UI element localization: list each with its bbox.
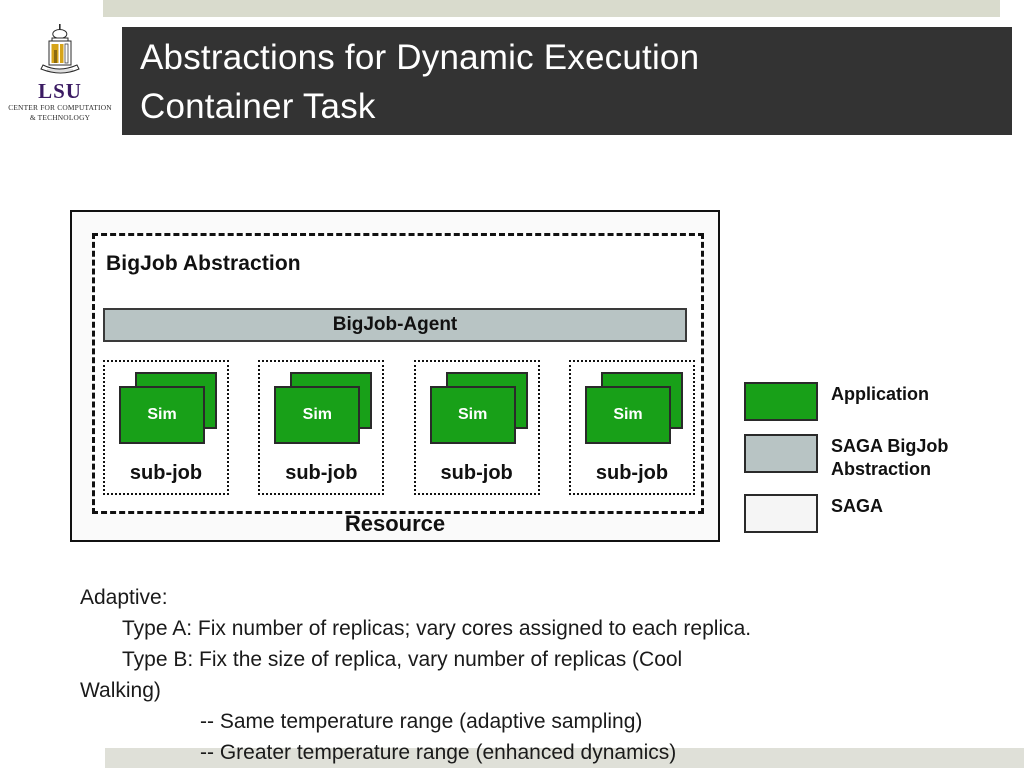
body-line: -- Same temperature range (adaptive samp… — [200, 710, 643, 733]
legend-swatch-saga-bigjob — [744, 434, 818, 473]
bigjob-agent-bar: BigJob-Agent — [103, 308, 687, 342]
resource-label: Resource — [344, 511, 446, 536]
subjob-label: sub-job — [595, 462, 669, 484]
subjob-box: Sim sub-job — [258, 360, 385, 495]
sim-stack: Sim — [274, 372, 373, 444]
sim-label: Sim — [457, 406, 488, 423]
sim-label: Sim — [613, 406, 643, 423]
lsu-logo: LSU CENTER FOR COMPUTATION & TECHNOLOGY — [5, 22, 115, 122]
body-line: Walking) — [80, 679, 161, 702]
subjob-box: Sim sub-job — [413, 360, 540, 495]
legend-label-saga: SAGA — [831, 496, 884, 516]
subjob-label: sub-job — [440, 462, 513, 484]
sim-front-rect: Sim — [119, 386, 205, 444]
body-text-block: Adaptive: Type A: Fix number of replicas… — [80, 582, 1010, 768]
body-line: Type B: Fix the size of replica, vary nu… — [122, 648, 683, 671]
subjob-label: sub-job — [129, 462, 203, 484]
sim-stack: Sim — [429, 372, 528, 444]
diagram-legend: Application SAGA BigJob Abstraction SAGA — [744, 382, 1014, 546]
lsu-center-subtitle: CENTER FOR COMPUTATION & TECHNOLOGY — [8, 103, 112, 122]
subjob-box: Sim sub-job — [568, 360, 695, 495]
bigjob-diagram: BigJob Abstraction BigJob-Agent Sim sub-… — [70, 210, 720, 542]
sim-stack: Sim — [119, 372, 217, 444]
legend-item-saga: SAGA — [744, 494, 1014, 533]
body-line: Adaptive: — [80, 586, 168, 609]
sim-label: Sim — [302, 406, 332, 423]
sim-label: Sim — [147, 406, 177, 423]
sim-front-rect: Sim — [429, 386, 516, 444]
lsu-campanile-icon — [40, 24, 80, 74]
bottom-accent-band — [105, 748, 1024, 768]
legend-item-application: Application — [744, 382, 1014, 421]
top-accent-band — [103, 0, 1000, 17]
subjob-label: sub-job — [285, 462, 358, 484]
legend-label-saga-bigjob: SAGA BigJob Abstraction — [831, 436, 949, 479]
legend-label-application: Application — [831, 384, 929, 404]
body-line: -- Greater temperature range (enhanced d… — [200, 741, 677, 764]
lsu-wordmark: LSU — [38, 79, 82, 103]
subjob-row: Sim sub-job Sim sub-job Sim — [103, 360, 695, 500]
sim-stack: Sim — [584, 372, 683, 444]
title-bar — [122, 27, 1012, 135]
legend-swatch-saga — [744, 494, 818, 533]
legend-swatch-application — [744, 382, 818, 421]
legend-item-saga-bigjob: SAGA BigJob Abstraction — [744, 434, 1014, 481]
body-line: Type A: Fix number of replicas; vary cor… — [122, 617, 752, 640]
sim-front-rect: Sim — [274, 386, 361, 444]
sim-front-rect: Sim — [584, 386, 671, 444]
bigjob-agent-label: BigJob-Agent — [332, 314, 458, 335]
bigjob-abstraction-label: BigJob Abstraction — [106, 252, 301, 275]
page-title: Abstractions for Dynamic Execution Conta… — [140, 38, 700, 126]
subjob-box: Sim sub-job — [103, 360, 229, 495]
